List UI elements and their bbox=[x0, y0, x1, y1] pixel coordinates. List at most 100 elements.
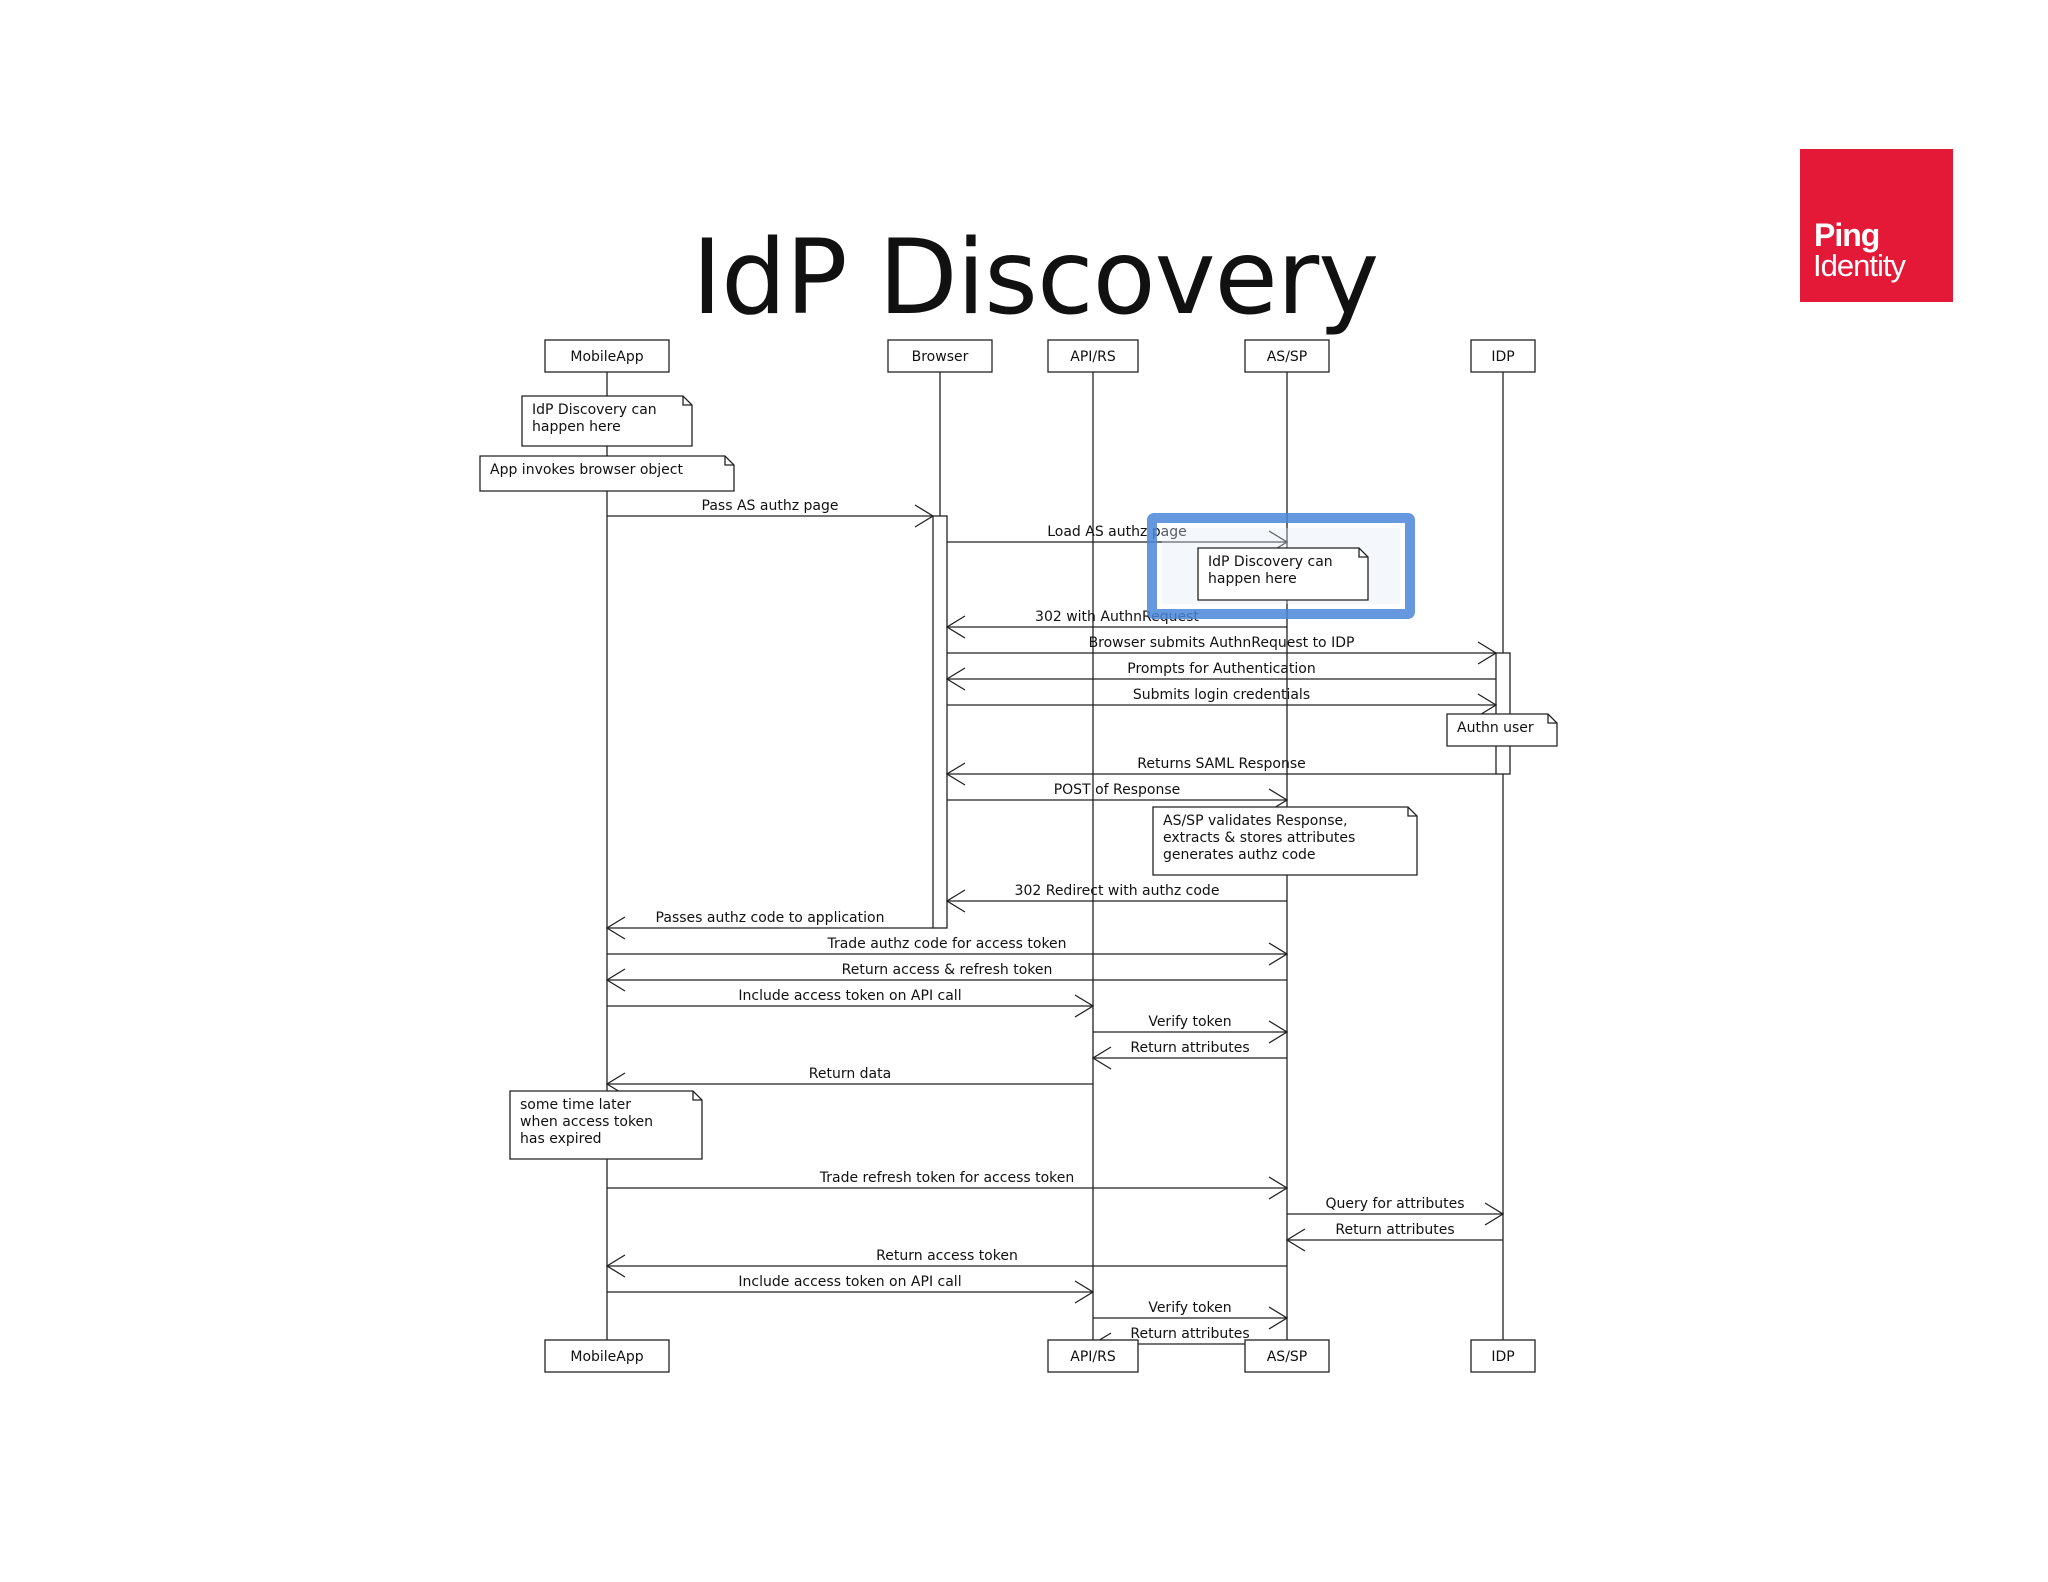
message-label: Browser submits AuthnRequest to IDP bbox=[1089, 635, 1355, 651]
message-9: 302 Redirect with authz code bbox=[945, 883, 1287, 913]
message-15: Return attributes bbox=[1091, 1040, 1287, 1070]
highlight-frame bbox=[1147, 513, 1415, 619]
participant-label-api: API/RS bbox=[1070, 349, 1116, 365]
participant-foot-label-assp: AS/SP bbox=[1267, 1349, 1308, 1365]
arrowhead bbox=[1091, 1046, 1112, 1070]
message-label: Submits login credentials bbox=[1133, 687, 1310, 703]
arrowhead bbox=[945, 667, 966, 691]
participant-head-api: API/RS bbox=[1047, 339, 1139, 373]
note-line: has expired bbox=[520, 1131, 602, 1147]
arrowhead bbox=[605, 916, 626, 940]
participant-label-mobile: MobileApp bbox=[570, 349, 643, 365]
message-label: Return data bbox=[809, 1066, 891, 1082]
note-authn-user: Authn user bbox=[1446, 713, 1558, 747]
message-1: Pass AS authz page bbox=[607, 498, 935, 528]
message-label: Include access token on API call bbox=[738, 1274, 961, 1290]
participant-foot-label-mobile: MobileApp bbox=[570, 1349, 643, 1365]
participant-label-idp: IDP bbox=[1491, 349, 1514, 365]
message-label: Pass AS authz page bbox=[702, 498, 839, 514]
message-label: Return access & refresh token bbox=[842, 962, 1053, 978]
message-label: POST of Response bbox=[1054, 782, 1181, 798]
participant-foot-label-idp: IDP bbox=[1491, 1349, 1514, 1365]
note-line: happen here bbox=[532, 419, 621, 435]
arrowhead bbox=[605, 968, 626, 992]
message-7: Returns SAML Response bbox=[945, 756, 1496, 786]
arrowhead bbox=[945, 762, 966, 786]
participant-label-browser: Browser bbox=[912, 349, 969, 365]
arrowhead bbox=[1074, 994, 1095, 1018]
message-10: Passes authz code to application bbox=[605, 910, 933, 940]
note-assp-validates: AS/SP validates Response,extracts & stor… bbox=[1152, 806, 1418, 876]
arrowhead bbox=[1268, 942, 1289, 966]
message-label: Trade refresh token for access token bbox=[819, 1170, 1075, 1186]
message-label: Passes authz code to application bbox=[656, 910, 885, 926]
logo-line-1: Ping bbox=[1814, 217, 1880, 253]
message-label: Return attributes bbox=[1335, 1222, 1454, 1238]
message-18: Query for attributes bbox=[1287, 1196, 1505, 1226]
message-label: Trade authz code for access token bbox=[826, 936, 1066, 952]
slide-title: IdP Discovery bbox=[691, 218, 1379, 338]
arrowhead bbox=[1268, 1306, 1289, 1330]
participant-foot-label-api: API/RS bbox=[1070, 1349, 1116, 1365]
participant-foot-mobile: MobileApp bbox=[544, 1339, 670, 1373]
arrowhead bbox=[945, 889, 966, 913]
participant-foot-assp: AS/SP bbox=[1244, 1339, 1330, 1373]
message-label: Include access token on API call bbox=[738, 988, 961, 1004]
message-19: Return attributes bbox=[1285, 1222, 1503, 1252]
arrowhead bbox=[1074, 1280, 1095, 1304]
message-5: Prompts for Authentication bbox=[945, 661, 1496, 691]
message-label: Query for attributes bbox=[1325, 1196, 1464, 1212]
message-14: Verify token bbox=[1093, 1014, 1289, 1044]
message-label: 302 Redirect with authz code bbox=[1015, 883, 1220, 899]
ping-identity-logo: Ping Identity bbox=[1800, 149, 1953, 302]
participant-foot-idp: IDP bbox=[1470, 1339, 1536, 1373]
participant-label-assp: AS/SP bbox=[1267, 349, 1308, 365]
message-6: Submits login credentials bbox=[947, 687, 1498, 717]
arrowhead bbox=[945, 615, 966, 639]
note-line: IdP Discovery can bbox=[1208, 554, 1333, 570]
message-8: POST of Response bbox=[947, 782, 1289, 812]
note-line: Authn user bbox=[1457, 720, 1534, 736]
participant-head-idp: IDP bbox=[1470, 339, 1536, 373]
message-label: Verify token bbox=[1148, 1014, 1231, 1030]
message-4: Browser submits AuthnRequest to IDP bbox=[947, 635, 1498, 665]
message-21: Include access token on API call bbox=[607, 1274, 1095, 1304]
arrowhead bbox=[914, 504, 935, 528]
message-label: Returns SAML Response bbox=[1137, 756, 1306, 772]
message-22: Verify token bbox=[1093, 1300, 1289, 1330]
message-20: Return access token bbox=[605, 1248, 1287, 1278]
message-label: Verify token bbox=[1148, 1300, 1231, 1316]
message-16: Return data bbox=[605, 1066, 1093, 1096]
participant-head-assp: AS/SP bbox=[1244, 339, 1330, 373]
note-line: happen here bbox=[1208, 571, 1297, 587]
participant-head-mobile: MobileApp bbox=[544, 339, 670, 373]
note-line: App invokes browser object bbox=[490, 462, 683, 478]
note-line: AS/SP validates Response, bbox=[1163, 813, 1348, 829]
message-11: Trade authz code for access token bbox=[607, 936, 1289, 966]
message-13: Include access token on API call bbox=[607, 988, 1095, 1018]
arrowhead bbox=[1484, 1202, 1505, 1226]
message-label: Return attributes bbox=[1130, 1326, 1249, 1342]
note-line: generates authz code bbox=[1163, 847, 1316, 863]
note-line: some time later bbox=[520, 1097, 631, 1113]
message-label: Return access token bbox=[876, 1248, 1018, 1264]
arrowhead bbox=[1268, 1020, 1289, 1044]
arrowhead bbox=[1477, 641, 1498, 665]
participant-head-browser: Browser bbox=[887, 339, 993, 373]
arrowhead bbox=[1268, 1176, 1289, 1200]
logo-line-2: Identity bbox=[1813, 248, 1906, 283]
note-line: IdP Discovery can bbox=[532, 402, 657, 418]
activation-browser bbox=[932, 515, 948, 929]
message-17: Trade refresh token for access token bbox=[607, 1170, 1289, 1200]
arrowhead bbox=[1477, 693, 1498, 717]
participant-foot-api: API/RS bbox=[1047, 1339, 1139, 1373]
arrowhead bbox=[1285, 1228, 1306, 1252]
message-label: Return attributes bbox=[1130, 1040, 1249, 1056]
message-label: Prompts for Authentication bbox=[1127, 661, 1315, 677]
note-line: when access token bbox=[520, 1114, 653, 1130]
arrowhead bbox=[605, 1254, 626, 1278]
